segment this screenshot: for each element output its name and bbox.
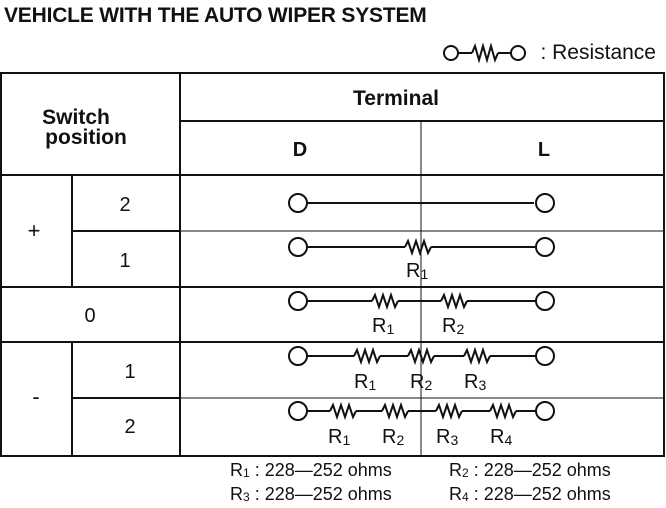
resistor-r3-icon — [435, 401, 463, 421]
position-number: 1 — [124, 361, 135, 383]
resistance-footnote: R3 : 228—252 ohms — [230, 484, 392, 504]
page-title: VEHICLE WITH THE AUTO WIPER SYSTEM — [4, 4, 427, 27]
resistor-label: R1 — [406, 260, 428, 282]
resistor-r3-icon — [463, 346, 491, 366]
resistor-label: R1 — [354, 371, 376, 393]
group-zero-label: 0 — [84, 305, 95, 327]
position-number: 1 — [119, 250, 130, 272]
resistor-r2-icon — [440, 291, 468, 311]
terminal-d-node — [288, 401, 308, 421]
resistor-r1-icon — [371, 291, 399, 311]
resistance-footnote: R1 : 228—252 ohms — [230, 460, 392, 480]
resistor-label: R1 — [328, 426, 350, 448]
resistor-label: R2 — [410, 371, 432, 393]
terminal-l-label: L — [538, 139, 550, 161]
resistor-r1-icon — [404, 237, 432, 257]
legend-label: : Resistance — [540, 41, 656, 64]
resistor-r2-icon — [381, 401, 409, 421]
resistor-label: R4 — [490, 426, 512, 448]
resistor-label: R3 — [436, 426, 458, 448]
resistor-r1-icon — [329, 401, 357, 421]
resistor-r1-icon — [353, 346, 381, 366]
position-number: 2 — [124, 416, 135, 438]
terminal-d-node — [288, 291, 308, 311]
connection-row — [288, 346, 555, 366]
connection-row — [288, 237, 555, 257]
terminal-d-node — [288, 193, 308, 213]
terminal-l-node — [535, 291, 555, 311]
switch-position-header-line2: position — [45, 126, 127, 149]
legend: : Resistance — [442, 40, 656, 66]
group-minus-label: - — [32, 384, 39, 409]
resistor-label: R3 — [464, 371, 486, 393]
group-plus-label: + — [28, 218, 41, 243]
resistor-label: R2 — [442, 315, 464, 337]
switch-position-header: Switch — [42, 106, 110, 129]
resistor-symbol-icon — [443, 42, 527, 64]
terminal-d-label: D — [293, 139, 307, 161]
table-frame — [0, 72, 665, 457]
terminal-d-node — [288, 346, 308, 366]
connection-row — [288, 193, 555, 213]
resistor-r4-icon — [489, 401, 517, 421]
resistor-r2-icon — [407, 346, 435, 366]
resistance-footnote: R4 : 228—252 ohms — [449, 484, 611, 504]
terminal-l-node — [535, 237, 555, 257]
connection-row — [288, 291, 555, 311]
terminal-d-node — [288, 237, 308, 257]
resistor-label: R2 — [382, 426, 404, 448]
terminal-l-node — [535, 346, 555, 366]
resistance-footnote: R2 : 228—252 ohms — [449, 460, 611, 480]
terminal-l-node — [535, 401, 555, 421]
resistor-label: R1 — [372, 315, 394, 337]
position-number: 2 — [119, 194, 130, 216]
terminal-l-node — [535, 193, 555, 213]
terminal-header: Terminal — [353, 87, 439, 110]
connection-row — [288, 401, 555, 421]
